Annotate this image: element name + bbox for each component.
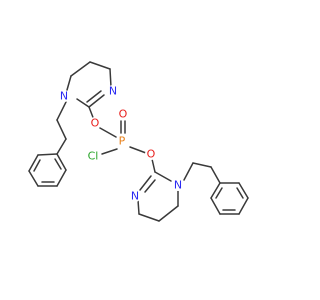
bond [28, 154, 39, 172]
atom-o: O [117, 108, 129, 121]
atom-n: N [172, 179, 184, 192]
bond [144, 179, 156, 193]
bond [88, 94, 105, 108]
atom-label: O [91, 117, 100, 130]
bond [99, 127, 117, 138]
bond [56, 153, 67, 171]
bond [183, 162, 194, 181]
bond [66, 75, 72, 91]
molecule-structure: N N O P O O Cl N [28, 61, 249, 222]
atom-label: O [119, 108, 128, 121]
bond [137, 199, 140, 215]
bond [56, 169, 67, 187]
bond [215, 187, 223, 199]
atom-n: N [107, 85, 119, 98]
bond [37, 153, 58, 156]
atom-o: O [145, 148, 157, 161]
bond [56, 101, 67, 121]
atom-label: Cl [88, 150, 99, 163]
atom-label: P [119, 135, 126, 148]
atom-label: O [147, 148, 156, 161]
bond [158, 205, 179, 222]
bond [89, 61, 111, 70]
atom-cl: Cl [86, 150, 100, 163]
atom-label: N [109, 85, 117, 98]
bond [76, 98, 90, 108]
bonds [28, 61, 249, 222]
bond [238, 197, 249, 215]
bond [210, 182, 221, 199]
bond [86, 90, 102, 103]
atom-p: P [116, 135, 128, 148]
bond [154, 171, 172, 182]
bond [192, 162, 212, 168]
atom-labels: N N O P O O Cl N [58, 85, 184, 203]
bond [56, 138, 67, 155]
bond [236, 187, 244, 199]
atom-n: N [58, 90, 70, 103]
atom-n: N [129, 190, 141, 203]
bond [238, 182, 249, 199]
bond [139, 175, 152, 191]
bond [138, 213, 160, 222]
bond [54, 158, 62, 170]
bond [210, 197, 221, 215]
bond [70, 61, 91, 77]
bond [33, 159, 41, 172]
bond [129, 146, 147, 154]
bond [210, 166, 221, 184]
bond [109, 68, 112, 88]
bond [56, 119, 67, 140]
atom-label: N [174, 179, 182, 192]
atom-label: N [131, 190, 139, 203]
bond [28, 170, 39, 187]
atom-label: N [60, 90, 68, 103]
bond [101, 148, 118, 155]
atom-o: O [89, 117, 101, 130]
bond [151, 158, 156, 173]
